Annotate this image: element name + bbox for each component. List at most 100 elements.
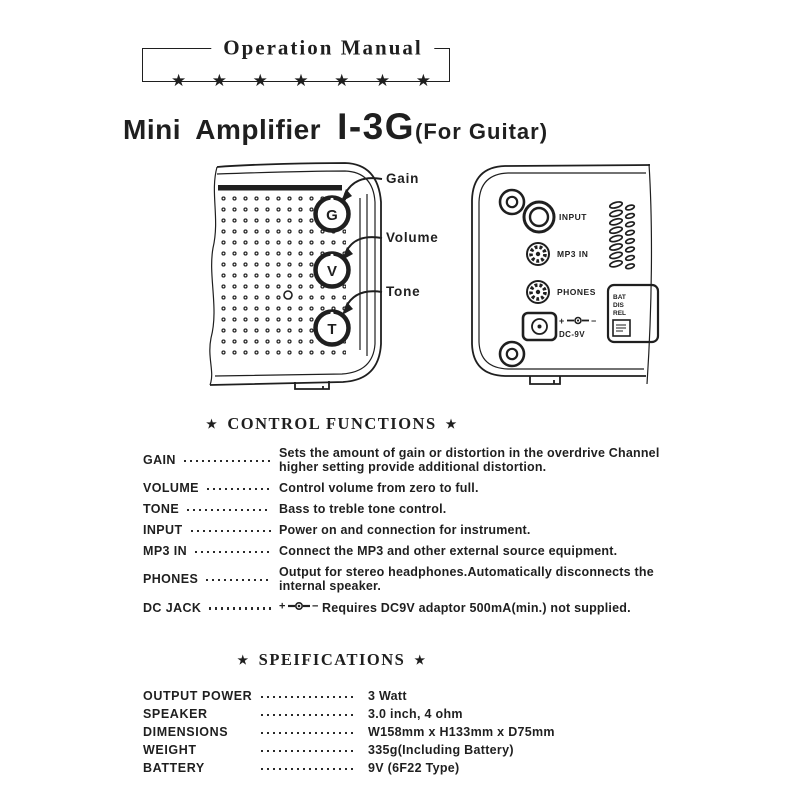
- battery-label-line: BAT: [613, 294, 626, 301]
- control-term: PHONES: [143, 572, 199, 586]
- product-title: Mini Amplifier I-3G (For Guitar): [123, 106, 548, 148]
- vent-slots: [608, 201, 636, 270]
- control-desc: Connect the MP3 and other external sourc…: [279, 544, 618, 558]
- front-outline: [209, 162, 382, 386]
- star-icon: ★: [293, 70, 309, 90]
- control-row-phones: PHONES Output for stereo headphones.Auto…: [143, 565, 660, 593]
- header-stars: ★ ★ ★ ★ ★ ★ ★: [171, 72, 431, 89]
- volume-knob[interactable]: V: [313, 251, 351, 289]
- back-cropped-edge: [646, 163, 653, 385]
- star-icon: ★: [211, 70, 228, 90]
- page-title: Operation Manual: [211, 35, 435, 61]
- dotted-leader: [261, 695, 353, 699]
- dotted-leader: [209, 607, 271, 610]
- star-icon: ★: [171, 70, 187, 90]
- volume-callout-label: Volume: [386, 230, 439, 245]
- front-view-svg: G V T: [209, 162, 383, 390]
- back-view-diagram: INPUT MP3 IN PHONES +: [460, 158, 665, 400]
- control-term: TONE: [143, 502, 180, 516]
- control-row-mp3: MP3 IN Connect the MP3 and other externa…: [143, 544, 660, 558]
- gain-callout-label: Gain: [386, 171, 420, 186]
- spec-term: DIMENSIONS: [143, 725, 229, 739]
- battery-label-line: DIS: [613, 302, 625, 309]
- svg-text:−: −: [591, 316, 596, 326]
- spec-term: WEIGHT: [143, 743, 197, 757]
- spec-term: SPEAKER: [143, 707, 208, 721]
- volume-knob-letter: V: [327, 263, 337, 280]
- front-bezel-line: [214, 170, 376, 377]
- back-view-svg: INPUT MP3 IN PHONES +: [471, 163, 660, 385]
- control-term: VOLUME: [143, 481, 199, 495]
- dotted-leader: [261, 767, 353, 771]
- input-jack[interactable]: [522, 200, 556, 234]
- control-term: DC JACK: [143, 600, 202, 615]
- battery-label-line: REL: [613, 310, 626, 317]
- spec-term: BATTERY: [143, 761, 205, 775]
- svg-text:−: −: [312, 601, 319, 613]
- control-functions-title: CONTROL FUNCTIONS: [227, 414, 437, 433]
- control-term: MP3 IN: [143, 544, 188, 558]
- star-icon: ★: [445, 417, 458, 431]
- front-view-diagram: G V T Gain: [195, 158, 455, 400]
- control-row-dcjack: DC JACK + − Requires DC9V adaptor 500mA(…: [143, 600, 660, 615]
- gain-knob-letter: G: [326, 207, 338, 224]
- tone-knob-letter: T: [327, 321, 336, 338]
- dc-polarity-icon: + −: [559, 316, 596, 326]
- control-functions-list: GAIN Sets the amount of gain or distorti…: [143, 446, 660, 622]
- dotted-leader: [261, 731, 353, 735]
- dc-voltage-label: DC-9V: [559, 330, 585, 339]
- star-icon: ★: [206, 417, 219, 431]
- dotted-leader: [183, 459, 271, 463]
- control-row-input: INPUT Power on and connection for instru…: [143, 523, 660, 537]
- star-icon: ★: [252, 70, 268, 90]
- spec-value: 3 Watt: [368, 689, 407, 703]
- control-desc: Requires DC9V adaptor 500mA(min.) not su…: [322, 600, 631, 615]
- star-icon: ★: [414, 653, 427, 667]
- control-row-gain: GAIN Sets the amount of gain or distorti…: [143, 446, 660, 474]
- product-variant: (For Guitar): [415, 119, 549, 144]
- spec-value: 335g(Including Battery): [368, 743, 514, 757]
- specifications-title: SPEIFICATIONS: [258, 650, 406, 669]
- spec-value: 9V (6F22 Type): [368, 761, 460, 775]
- mp3-jack[interactable]: [526, 242, 550, 266]
- mp3-jack-label: MP3 IN: [557, 249, 588, 259]
- input-jack-label: INPUT: [559, 212, 587, 222]
- spec-row-dimensions: DIMENSIONS W158mm x H133mm x D75mm: [143, 723, 660, 741]
- svg-text:+: +: [559, 316, 564, 326]
- star-icon: ★: [415, 70, 431, 90]
- gain-knob[interactable]: G: [313, 195, 351, 233]
- control-functions-heading: ★ CONTROL FUNCTIONS ★: [140, 414, 524, 434]
- front-cropped-edge: [209, 166, 218, 386]
- front-foot: [294, 381, 330, 390]
- control-desc: Power on and connection for instrument.: [279, 523, 531, 537]
- pilot-hole: [283, 290, 293, 300]
- back-outline: [471, 164, 651, 377]
- battery-door-label: BAT DIS REL: [606, 283, 660, 344]
- dotted-leader: [187, 508, 271, 512]
- control-term: GAIN: [143, 453, 176, 467]
- back-bezel-line: [478, 172, 646, 370]
- spec-value: W158mm x H133mm x D75mm: [368, 725, 555, 739]
- phones-jack[interactable]: [526, 280, 550, 304]
- dc-jack[interactable]: [521, 311, 558, 342]
- product-model: I-3G: [337, 106, 416, 147]
- dotted-leader: [190, 529, 271, 533]
- spec-value: 3.0 inch, 4 ohm: [368, 707, 463, 721]
- control-desc: Bass to treble tone control.: [279, 502, 447, 516]
- screw-top: [498, 188, 526, 216]
- star-icon: ★: [374, 70, 391, 90]
- tone-knob[interactable]: T: [313, 309, 351, 347]
- dotted-leader: [261, 749, 353, 753]
- callout-arrows: [344, 177, 383, 308]
- arrowheads: [341, 189, 353, 315]
- control-row-tone: TONE Bass to treble tone control.: [143, 502, 660, 516]
- dotted-leader: [261, 713, 353, 717]
- star-icon: ★: [334, 70, 350, 90]
- dotted-leader: [195, 550, 271, 554]
- svg-text:+: +: [279, 601, 286, 613]
- spec-row-weight: WEIGHT 335g(Including Battery): [143, 741, 660, 759]
- star-icon: ★: [237, 653, 250, 667]
